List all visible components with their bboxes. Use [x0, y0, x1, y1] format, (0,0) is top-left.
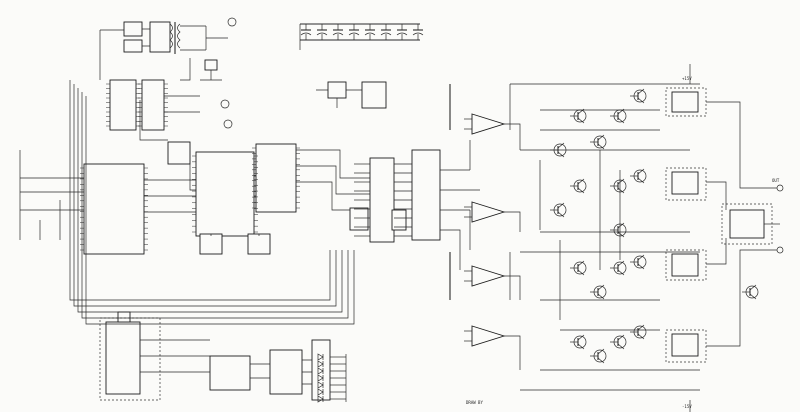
output-blocks: [665, 87, 773, 363]
transistor: [570, 334, 587, 350]
mux-ic: [209, 355, 251, 391]
capacitor: [364, 24, 376, 40]
transistor: [590, 284, 607, 300]
power-top-label: +15V: [682, 76, 692, 81]
crystal-osc: [199, 233, 223, 255]
capacitor: [348, 24, 360, 40]
led-segment: [317, 381, 346, 389]
digital-input-ics: [80, 79, 300, 255]
transistor: [610, 334, 627, 350]
main-wiring: [440, 64, 700, 412]
capacitor: [380, 24, 392, 40]
transistor: [630, 88, 647, 104]
out-label: OUT: [772, 178, 780, 183]
bus-interface: [349, 149, 441, 243]
transformer-section: [99, 17, 237, 129]
dsp-ic: [83, 163, 145, 255]
transistor: [590, 348, 607, 364]
led-segment: [317, 395, 346, 403]
led-segment: [317, 374, 346, 382]
capacitor-bank-wiring: [299, 23, 420, 50]
drawing-note: DRAW BY: [466, 400, 483, 405]
transistor: [610, 222, 627, 238]
transistor: [610, 178, 627, 194]
mcu-section: [99, 311, 331, 401]
power-bottom-label: -15V: [682, 404, 692, 409]
led-segment: [317, 367, 346, 375]
transistor: [590, 134, 607, 150]
transistor: [630, 168, 647, 184]
output-relay: [729, 209, 765, 239]
dac-ic: [195, 151, 255, 237]
transistor: [610, 260, 627, 276]
transistor: [570, 178, 587, 194]
small-regulator-ics: [316, 81, 387, 109]
op-amp: [464, 265, 506, 287]
op-amp: [464, 325, 506, 347]
transistor: [550, 202, 567, 218]
capacitor: [332, 24, 344, 40]
transistor: [630, 324, 647, 340]
capacitor: [316, 24, 328, 40]
op-amp: [464, 201, 506, 223]
small-ic: [167, 141, 191, 165]
capacitor: [300, 24, 312, 40]
transistor: [610, 108, 627, 124]
op-amp: [464, 113, 506, 135]
capacitor-bank: [300, 24, 424, 40]
text-labels: +15V -15V OUT DRAW BY: [466, 76, 780, 409]
mcu-ic: [105, 321, 141, 395]
receiver-ic-a: [109, 79, 137, 131]
capacitor: [412, 24, 424, 40]
filter-ic: [255, 143, 297, 213]
volume-ic: [411, 149, 441, 241]
led-segment: [317, 360, 346, 368]
led-display-bar: [317, 353, 347, 403]
receiver-ic-b: [141, 79, 165, 131]
bus-wiring: [354, 163, 412, 237]
op-amp-stages: [464, 113, 506, 347]
transistor: [742, 284, 759, 300]
output-terminals: [706, 101, 784, 347]
bus-ic: [369, 157, 395, 243]
osc-ic: [247, 233, 271, 255]
led-segment: [317, 353, 346, 361]
driver-ic: [269, 349, 303, 395]
led-segment: [317, 388, 346, 396]
transistor: [630, 254, 647, 270]
control-wiring: [19, 80, 370, 385]
transistor: [570, 108, 587, 124]
transistor: [570, 260, 587, 276]
capacitor: [396, 24, 408, 40]
